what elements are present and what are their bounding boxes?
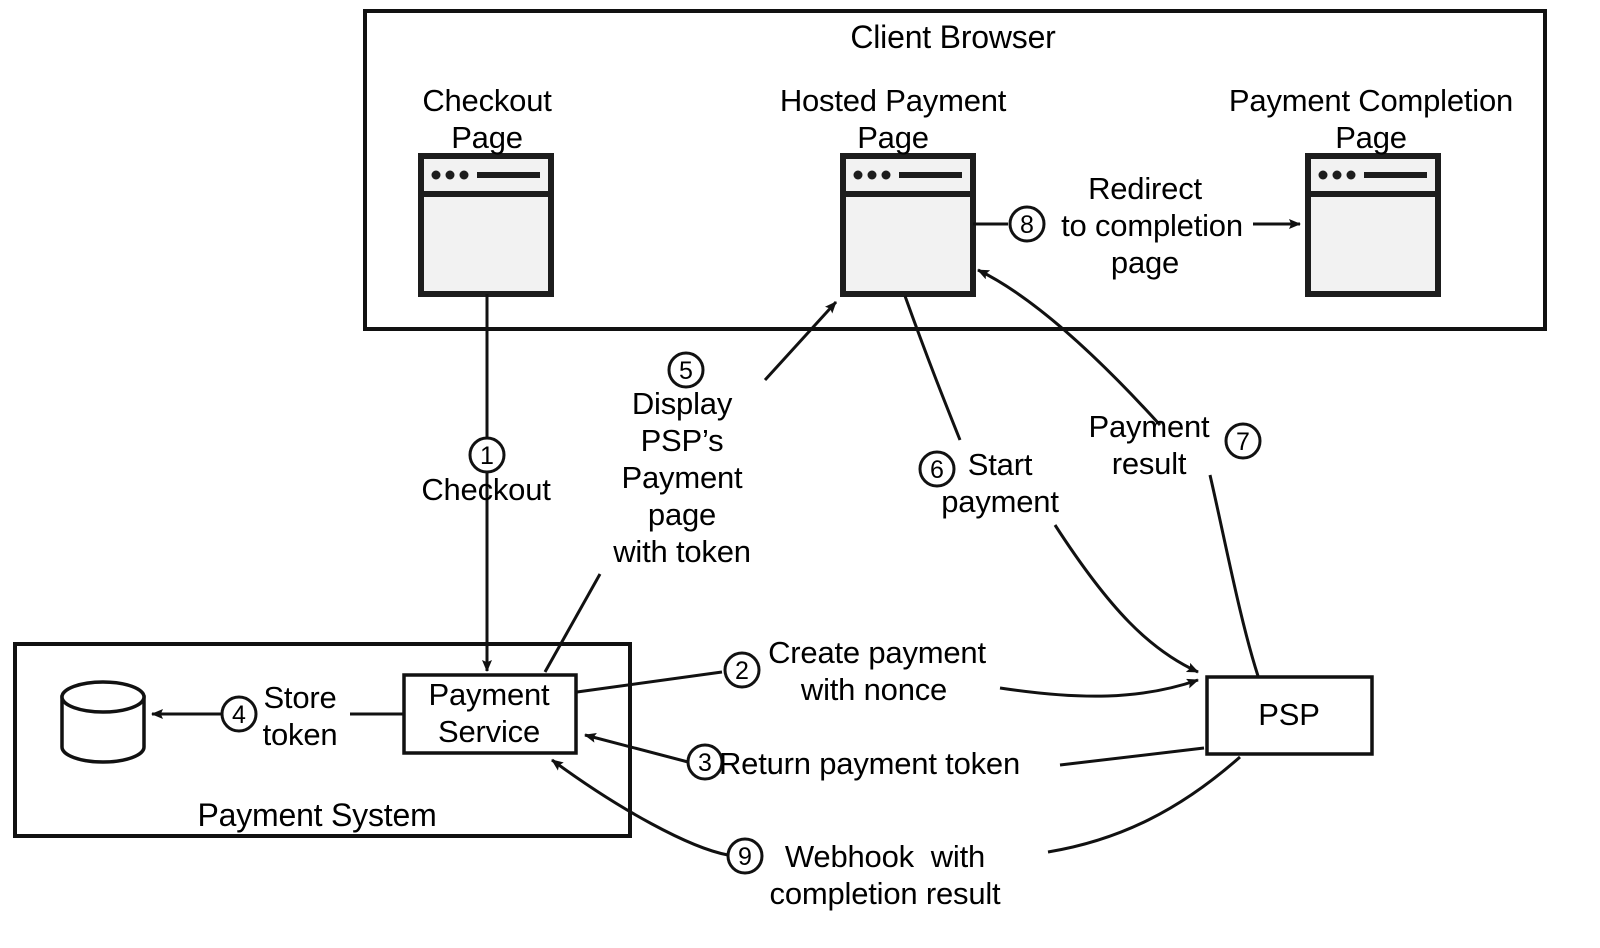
edge-7-payment-result: 7 [977,268,1262,677]
psp-box[interactable] [1205,675,1374,756]
payment-completion-page-label-line2: Page [1335,120,1407,155]
hosted-payment-page-label-line1: Hosted Payment [779,83,1007,118]
svg-text:9: 9 [738,843,752,871]
edge-4-label-line1: Store [263,680,337,715]
checkout-page-window[interactable] [418,153,554,297]
edge-1-checkout: 1 [468,294,506,672]
edge-8-label-line2: to completion [1061,208,1243,243]
edge-1-label: Checkout [421,472,551,507]
edge-8-label-line3: page [1110,245,1180,280]
edge-4-label-line2: token [262,717,338,752]
payment-system-container [13,642,632,838]
svg-text:4: 4 [232,701,246,729]
edge-5-label-line5: with token [613,534,751,569]
hosted-payment-page-label-line2: Page [857,120,929,155]
edge-9-label-line2: completion result [769,876,1001,911]
edge-6-label-line1: Start [967,447,1033,482]
edge-5-label-line4: page [647,497,717,532]
payment-service-label-line1: Payment [428,677,550,712]
edge-5-display-psp-payment-page: 5 [543,300,838,673]
edge-2-label-line2: with nonce [800,672,948,707]
edge-5-label-line2: PSP’s [640,423,724,458]
edge-9-webhook-with-completion-result: 9 [551,755,1241,875]
edge-8-redirect-to-completion-page: 8 [973,205,1301,243]
edge-7-label-line1: Payment [1088,409,1210,444]
edge-3-return-payment-token: 3 [584,732,1205,781]
edge-4-store-token: 4 [151,695,404,733]
payment-completion-page-window[interactable] [1305,153,1441,297]
edge-8-label-line1: Redirect [1088,171,1202,206]
svg-text:8: 8 [1020,211,1034,239]
edge-2-create-payment-with-nonce: 2 [576,651,1199,698]
payment-completion-page-label-line1: Payment Completion [1228,83,1514,118]
payment-service-label-line2: Service [438,714,540,749]
token-database-cylinder[interactable] [60,680,146,764]
svg-text:2: 2 [735,657,749,685]
edge-6-label-line2: payment [941,484,1059,519]
svg-text:5: 5 [679,357,693,385]
edge-3-label: Return payment token [719,746,1021,781]
hosted-payment-page-window[interactable] [840,153,976,297]
payment-system-title: Payment System [197,797,437,833]
psp-label: PSP [1258,697,1320,732]
client-browser-title: Client Browser [850,19,1056,55]
checkout-page-label-line1: Checkout [422,83,552,118]
edge-2-label-line1: Create payment [768,635,986,670]
svg-text:1: 1 [480,442,494,470]
edge-6-start-payment: 6 [903,295,1199,674]
edge-5-label-line3: Payment [621,460,743,495]
payment-service-box[interactable] [402,673,578,755]
client-browser-container [363,9,1547,331]
svg-text:3: 3 [698,749,712,777]
edge-9-label-line1: Webhook with [784,839,986,874]
svg-text:7: 7 [1236,428,1250,456]
edge-7-label-line2: result [1111,446,1187,481]
edge-5-label-line1: Display [631,386,733,421]
svg-text:6: 6 [930,456,944,484]
checkout-page-label-line2: Page [451,120,523,155]
